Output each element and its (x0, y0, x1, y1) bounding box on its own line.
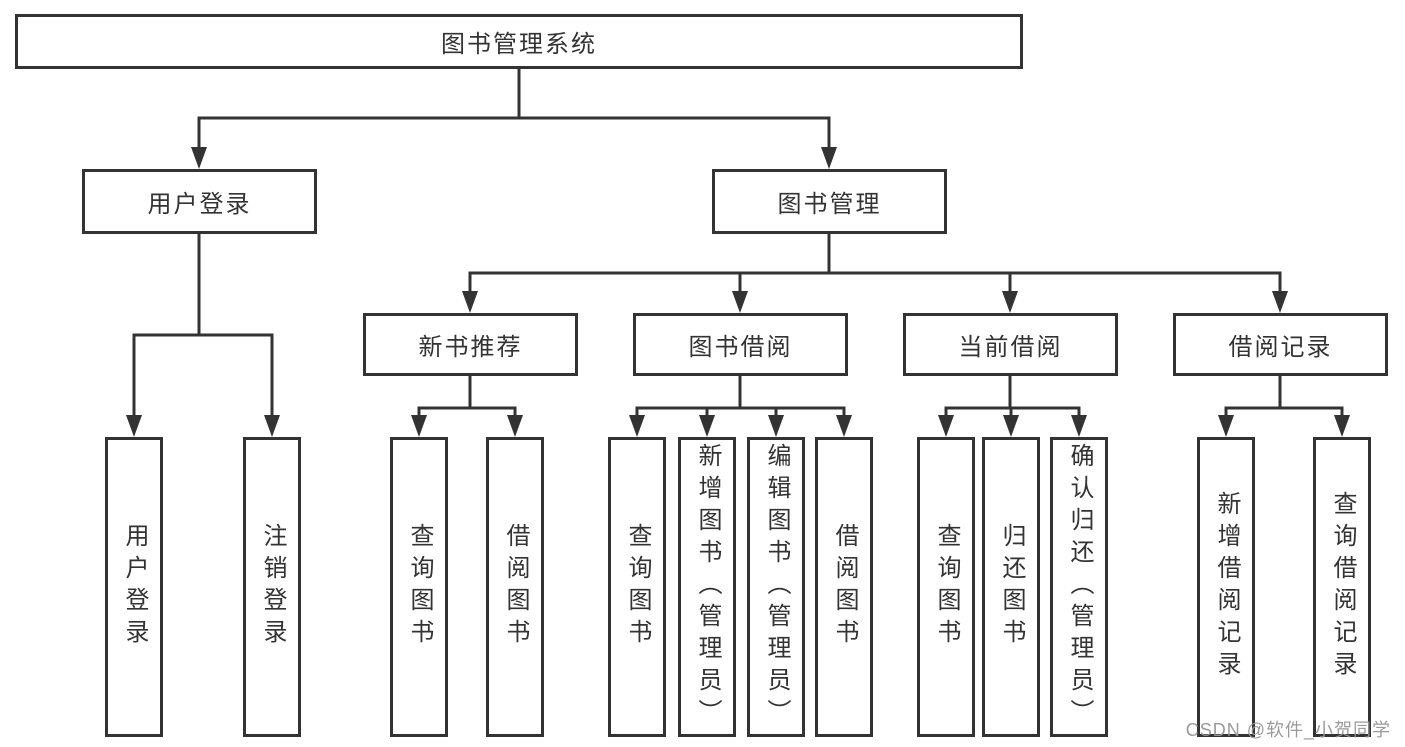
node-nbr-query-book-label: 查询图书 (406, 523, 433, 651)
node-nbr-borrow-book-label: 借阅图书 (502, 523, 529, 651)
watermark: CSDN @软件_小贺同学 (1185, 720, 1391, 740)
node-bb-add-book-label: 新增图书（管理员） (694, 443, 721, 731)
node-leaf-logout-label: 注销登录 (259, 523, 286, 651)
node-leaf-user-login-label: 用户登录 (121, 523, 148, 651)
node-bb-query-book: 查询图书 (608, 437, 666, 737)
node-current-borrow: 当前借阅 (903, 313, 1118, 376)
node-book-management-label: 图书管理 (777, 191, 882, 218)
node-br-query-record-label: 查询借阅记录 (1329, 491, 1356, 683)
node-cb-return-book: 归还图书 (982, 437, 1040, 737)
node-current-borrow-label: 当前借阅 (958, 334, 1063, 361)
node-bb-borrow-book: 借阅图书 (815, 437, 873, 737)
node-cb-confirm-return-label: 确认归还（管理员） (1066, 443, 1093, 731)
node-bb-edit-book-label: 编辑图书（管理员） (763, 443, 790, 731)
node-bb-borrow-book-label: 借阅图书 (831, 523, 858, 651)
node-root-label: 图书管理系统 (441, 31, 597, 58)
node-user-login-label: 用户登录 (147, 191, 252, 218)
node-cb-query-book: 查询图书 (917, 437, 975, 737)
node-br-add-record: 新增借阅记录 (1197, 437, 1255, 737)
node-new-book-recommend-label: 新书推荐 (418, 334, 523, 361)
node-new-book-recommend: 新书推荐 (363, 313, 578, 376)
node-nbr-borrow-book: 借阅图书 (486, 437, 544, 737)
node-cb-confirm-return: 确认归还（管理员） (1050, 437, 1108, 737)
node-br-query-record: 查询借阅记录 (1313, 437, 1371, 737)
node-bb-edit-book: 编辑图书（管理员） (747, 437, 805, 737)
node-br-add-record-label: 新增借阅记录 (1213, 491, 1240, 683)
node-nbr-query-book: 查询图书 (390, 437, 448, 737)
node-book-management: 图书管理 (712, 169, 947, 234)
node-cb-query-book-label: 查询图书 (933, 523, 960, 651)
node-leaf-logout: 注销登录 (243, 437, 301, 737)
node-leaf-user-login: 用户登录 (105, 437, 163, 737)
node-bb-add-book: 新增图书（管理员） (678, 437, 736, 737)
node-user-login: 用户登录 (82, 169, 317, 234)
node-bb-query-book-label: 查询图书 (624, 523, 651, 651)
node-book-borrow-label: 图书借阅 (688, 334, 793, 361)
node-borrow-record-label: 借阅记录 (1228, 334, 1333, 361)
node-borrow-record: 借阅记录 (1173, 313, 1388, 376)
node-book-borrow: 图书借阅 (633, 313, 848, 376)
node-root: 图书管理系统 (15, 14, 1023, 69)
node-cb-return-book-label: 归还图书 (998, 523, 1025, 651)
